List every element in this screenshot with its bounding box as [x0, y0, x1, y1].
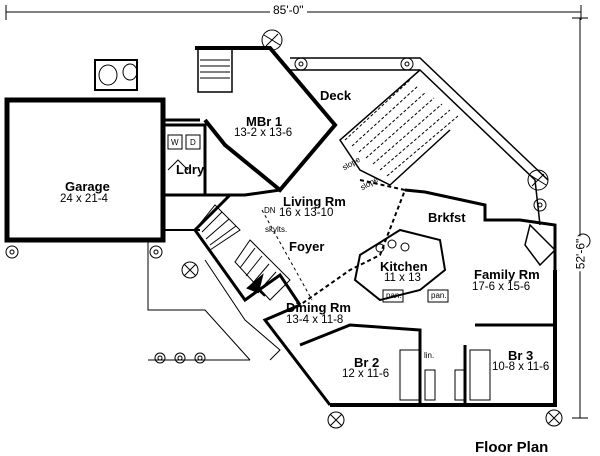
laundry-walls — [163, 123, 207, 197]
shrub-icon — [154, 352, 166, 364]
deck-outline — [269, 47, 549, 226]
deck-label: Deck — [320, 88, 352, 103]
mbr-size: 13-2 x 13-6 — [234, 127, 293, 139]
shrub-icon — [400, 57, 414, 71]
garage-size: 24 x 21-4 — [60, 193, 108, 205]
family-room-label: Family Rm — [474, 267, 540, 282]
mbr-label: MBr 1 — [246, 114, 283, 129]
bedroom-walls — [299, 323, 555, 405]
shrub-icon — [174, 352, 186, 364]
width-dimension-label: 85'-0" — [270, 4, 307, 16]
family-room-size: 17-6 x 15-6 — [472, 281, 531, 293]
entry-arrow-icon — [246, 273, 266, 297]
shrub-icon — [5, 245, 19, 259]
shrub-icon — [194, 352, 206, 364]
shrub-icon — [261, 29, 283, 51]
kitchen-label: Kitchen — [380, 259, 428, 274]
living-area-walls — [193, 179, 557, 407]
landscape-shrubs — [5, 29, 591, 429]
linen-closet-label: lin. — [424, 351, 435, 360]
depth-dimension-line — [572, 17, 588, 419]
bedroom-2-size: 12 x 11-6 — [342, 368, 390, 380]
garage-label: Garage — [65, 179, 110, 194]
living-room-size: 16 x 13-10 — [279, 207, 334, 219]
shrub-icon — [327, 411, 345, 429]
deck-stairs — [344, 79, 459, 177]
shrub-icon — [527, 169, 549, 191]
depth-dimension-label: 52'-6" — [573, 236, 588, 272]
dining-room-size: 13-4 x 11-8 — [286, 314, 344, 326]
stairs-down-label: DN — [264, 206, 276, 215]
skylights-label: skylts. — [265, 225, 288, 234]
pantry-label-1: pan. — [386, 291, 402, 300]
living-room-label: Living Rm — [283, 194, 346, 209]
foyer-label: Foyer — [289, 239, 325, 254]
shrub-icon — [533, 198, 547, 212]
shrub-icon — [545, 409, 563, 427]
bedroom-3-label: Br 3 — [508, 348, 534, 363]
kitchen-size: 11 x 13 — [384, 272, 421, 284]
dryer-label: D — [190, 138, 196, 147]
shrub-icon — [294, 57, 308, 71]
bedroom-2-label: Br 2 — [354, 355, 380, 370]
plan-title: Floor Plan — [475, 439, 549, 456]
garage-walls — [4, 97, 200, 243]
washer-label: W — [171, 138, 179, 147]
laundry-label: Ldry — [176, 162, 205, 177]
shrub-icon — [149, 245, 163, 259]
bedroom-3-size: 10-8 x 11-6 — [492, 361, 550, 373]
foyer-stairs — [194, 204, 291, 301]
breakfast-label: Brkfst — [428, 210, 466, 225]
kitchen-walls — [353, 188, 557, 303]
shrub-icon — [181, 261, 199, 279]
dining-room-label: Dining Rm — [286, 300, 351, 315]
master-bedroom-walls — [94, 46, 338, 193]
pantry-label-2: pan. — [431, 291, 447, 300]
